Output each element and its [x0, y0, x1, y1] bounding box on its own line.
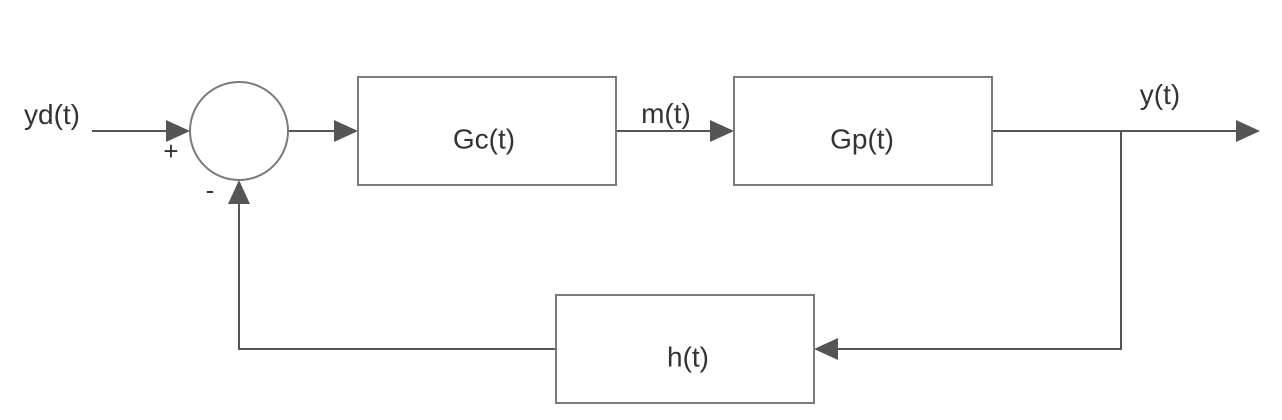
feedback-block	[555, 294, 815, 404]
feedback-to-sum-wire	[238, 202, 556, 350]
feedback-arrowhead	[814, 338, 838, 360]
plant-block	[733, 76, 993, 186]
feedback-return-wire	[836, 131, 1122, 350]
minus-sign: -	[206, 175, 215, 205]
controller-block	[357, 76, 617, 186]
plus-sign: +	[163, 136, 178, 166]
input-signal-label: yd(t)	[24, 99, 80, 130]
controller-arrowhead	[334, 120, 358, 142]
output-arrowhead	[1236, 120, 1260, 142]
output-signal-label: y(t)	[1140, 79, 1180, 110]
plant-arrowhead	[710, 120, 734, 142]
summing-junction	[189, 81, 289, 181]
sum-feedback-arrowhead	[228, 180, 250, 204]
plant-label: Gp(t)	[830, 123, 894, 154]
feedback-label: h(t)	[667, 341, 709, 372]
controller-label: Gc(t)	[453, 123, 515, 154]
control-signal-label: m(t)	[641, 98, 691, 129]
input-arrowhead	[166, 120, 190, 142]
